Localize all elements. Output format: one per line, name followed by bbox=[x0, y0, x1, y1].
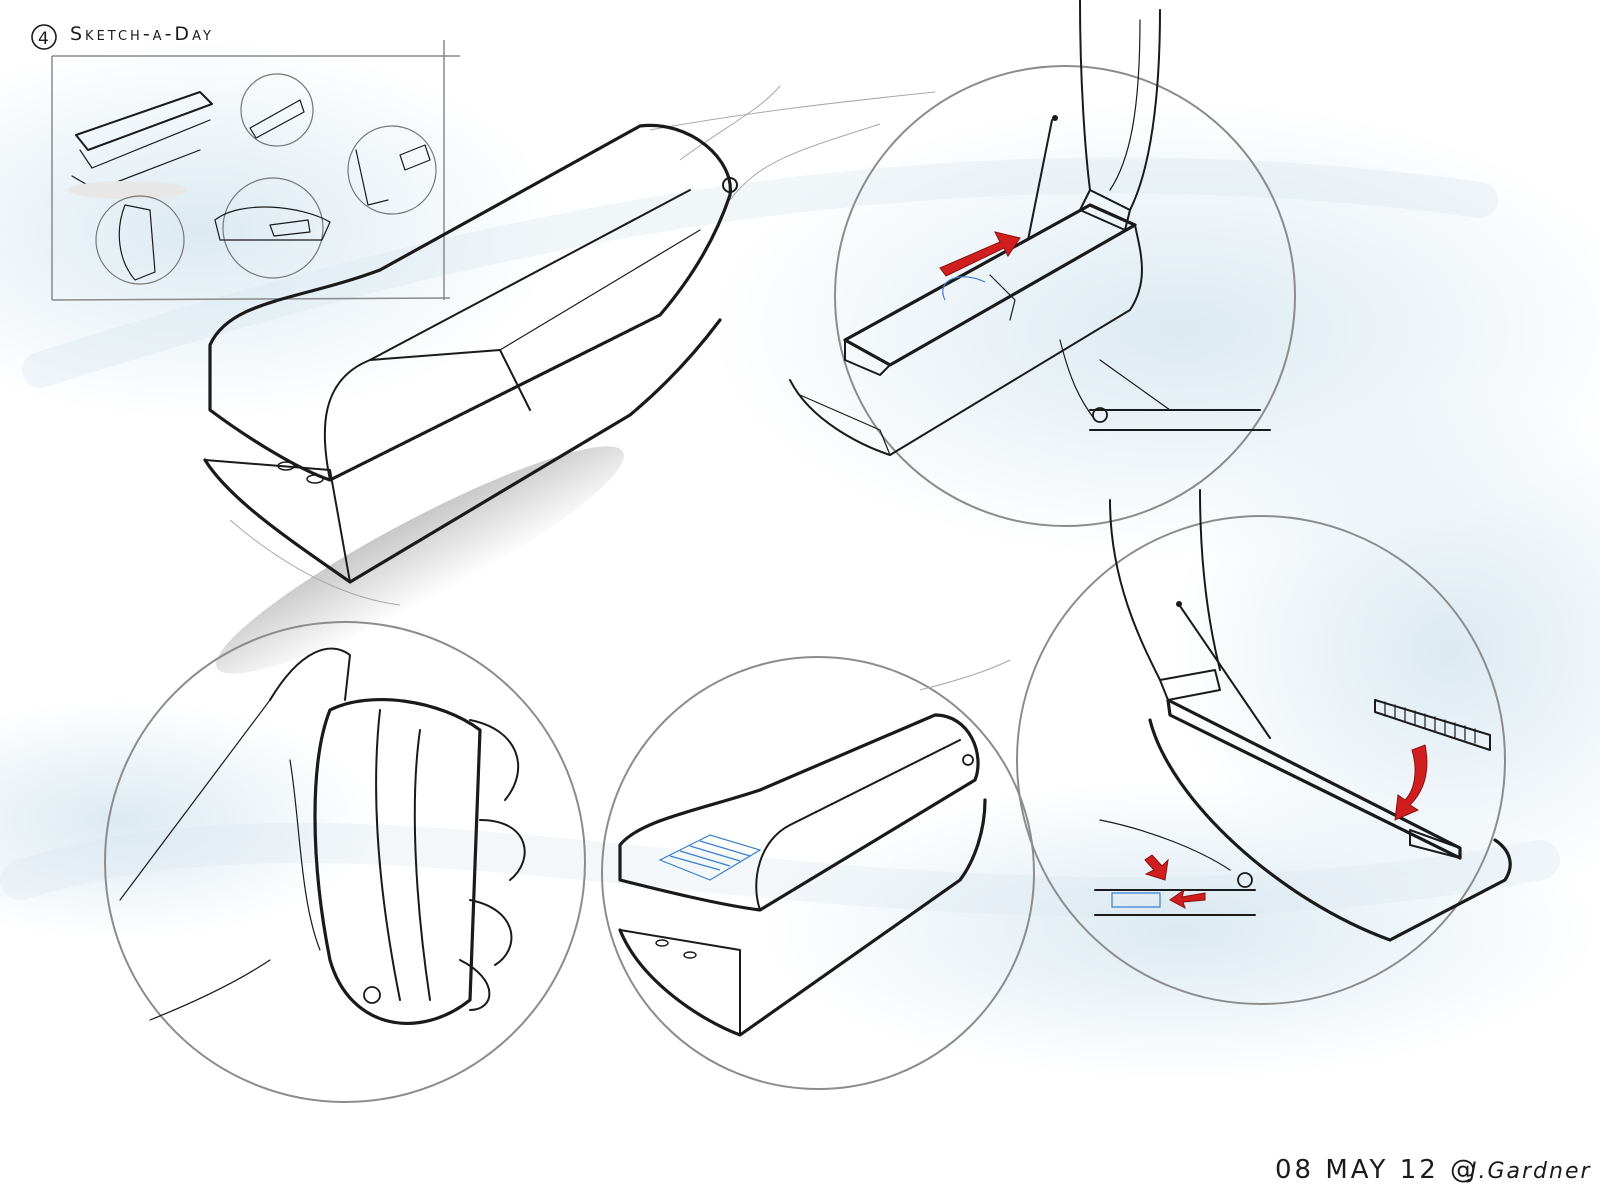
detail-hand-grip bbox=[104, 621, 586, 1103]
red-arrow-down-icon bbox=[1394, 744, 1428, 821]
circled-number-icon bbox=[31, 24, 57, 50]
artist-signature: J.Gardner bbox=[1466, 1159, 1592, 1184]
thumbnail-detail-2 bbox=[347, 125, 437, 215]
staple-strip-blue bbox=[658, 834, 762, 881]
red-arrow-small-icon bbox=[1144, 854, 1169, 881]
main-stapler-sketch bbox=[203, 85, 936, 674]
detail-staple-loading bbox=[1016, 489, 1512, 1005]
footer: 08 MAY 12 @ J.Gardner bbox=[1275, 1155, 1592, 1185]
thumbnail-overview bbox=[51, 40, 460, 301]
detail-open-top bbox=[789, 0, 1296, 527]
detail-staple-refill-top bbox=[601, 656, 1035, 1090]
header: 4 Sketch-a-Day bbox=[31, 23, 214, 50]
thumbnail-detail-1 bbox=[240, 73, 314, 147]
sketch-title: Sketch-a-Day bbox=[70, 23, 214, 45]
thumbnail-detail-3 bbox=[95, 195, 185, 285]
red-arrow-icon bbox=[939, 231, 1021, 277]
sketch-number: 4 bbox=[38, 29, 51, 49]
sketch-date: 08 MAY 12 @ bbox=[1275, 1155, 1479, 1185]
staple-cartridge bbox=[1374, 699, 1491, 751]
thumbnail-detail-4 bbox=[222, 177, 324, 279]
background-wash bbox=[0, 40, 1600, 1080]
thumbnail-stapler bbox=[68, 91, 213, 199]
